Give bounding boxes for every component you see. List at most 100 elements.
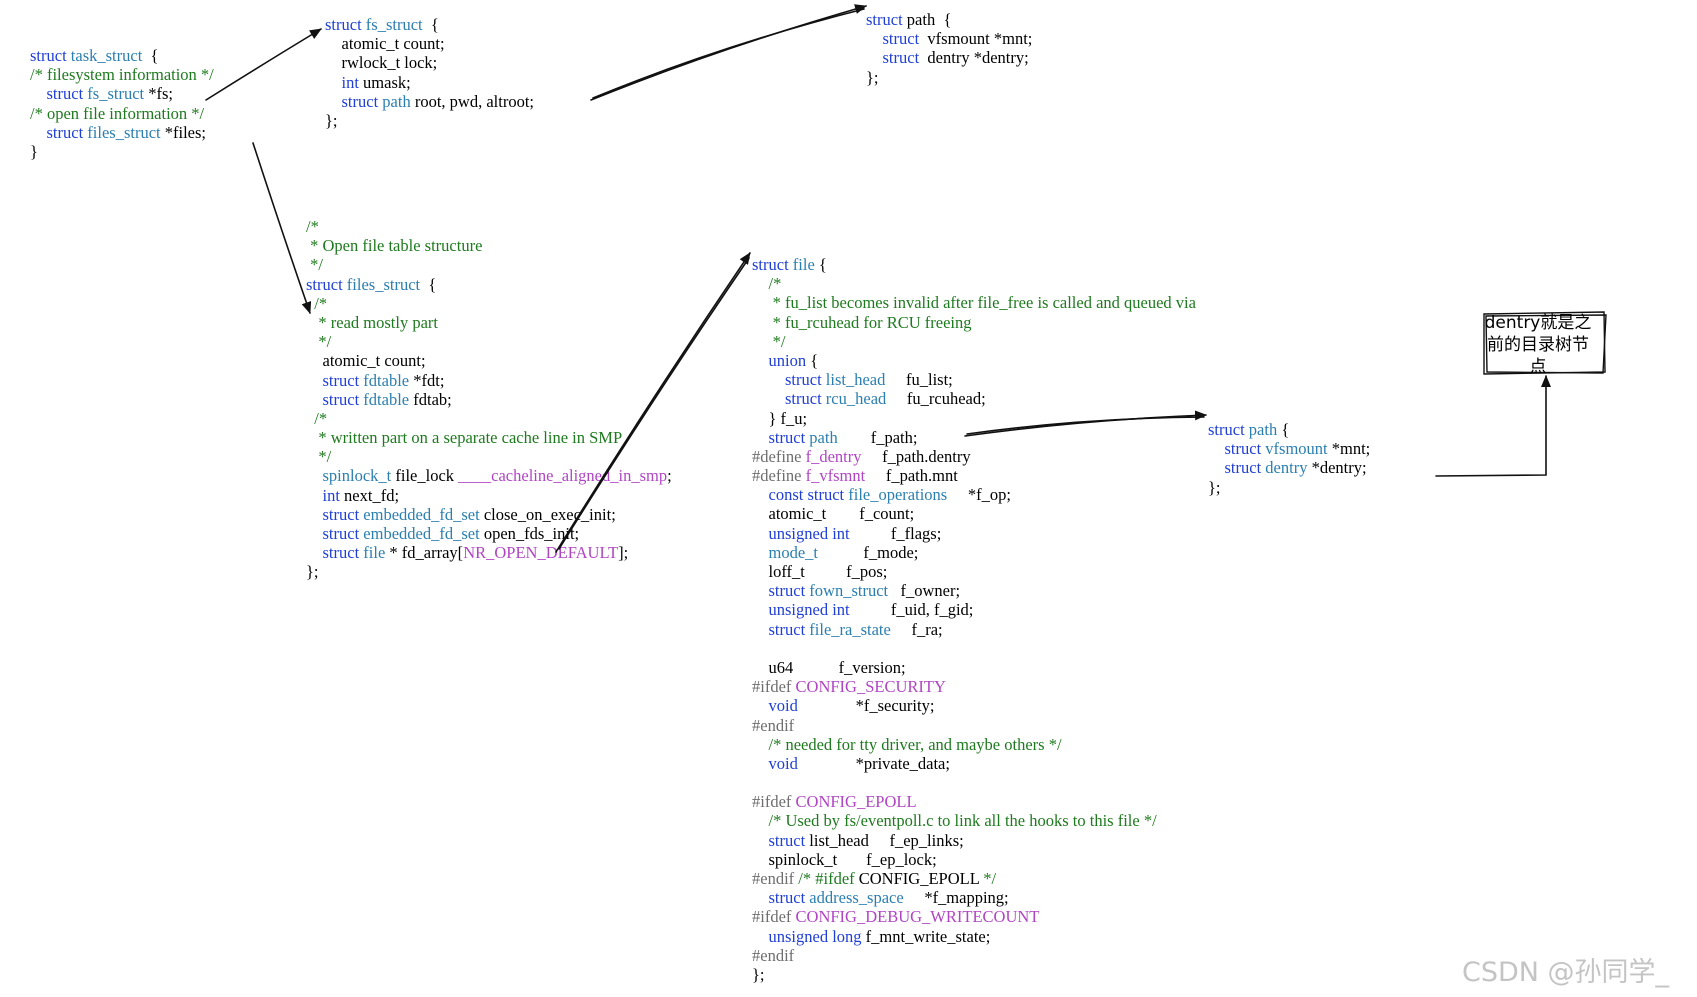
code-token: } bbox=[30, 141, 38, 161]
code-token: f_path.dentry bbox=[861, 446, 971, 466]
code-line: int umask; bbox=[325, 73, 534, 92]
code-token: f_ra; bbox=[890, 619, 943, 639]
code-token: fu_list; bbox=[885, 370, 953, 390]
code-token: { bbox=[422, 15, 439, 34]
file-struct-code: struct file { /* * fu_list becomes inval… bbox=[752, 255, 1196, 984]
code-token: file_lock bbox=[391, 466, 459, 486]
code-line: struct vfsmount *mnt; bbox=[866, 29, 1033, 49]
code-token: *fdt; bbox=[409, 370, 445, 390]
code-line: struct file * fd_array[NR_OPEN_DEFAULT]; bbox=[306, 543, 672, 562]
code-line: */ bbox=[306, 447, 672, 466]
code-token: */ bbox=[314, 447, 332, 467]
code-token: fu_rcuhead; bbox=[886, 389, 986, 409]
code-token: { bbox=[142, 46, 159, 65]
code-line: * fu_rcuhead for RCU freeing bbox=[752, 313, 1196, 332]
code-line: atomic_t f_count; bbox=[752, 504, 1196, 523]
code-line: struct path { bbox=[866, 10, 1032, 29]
code-token: next_fd; bbox=[339, 485, 400, 505]
code-token: vfsmount bbox=[1265, 439, 1328, 459]
code-token: *mnt; bbox=[1327, 439, 1371, 459]
code-token: struct bbox=[1224, 458, 1266, 478]
code-line: /* filesystem information */ bbox=[30, 65, 214, 84]
code-line: struct path f_path; bbox=[752, 428, 1196, 447]
code-token: f_path.mnt bbox=[865, 466, 958, 486]
code-line: unsigned int f_uid, f_gid; bbox=[752, 600, 1196, 619]
code-line: struct fdtable fdtab; bbox=[306, 390, 672, 409]
code-line: /* bbox=[306, 294, 672, 313]
code-token: #endif bbox=[752, 945, 795, 965]
task-struct-code: struct task_struct {/* filesystem inform… bbox=[30, 46, 214, 161]
code-token: } f_u; bbox=[752, 408, 808, 428]
arrow-root-to-path bbox=[590, 4, 867, 101]
code-line: }; bbox=[752, 965, 1196, 984]
code-token: }; bbox=[306, 562, 319, 582]
code-token: /* bbox=[306, 217, 319, 236]
code-line: struct list_head f_ep_links; bbox=[752, 831, 1196, 850]
code-token: struct bbox=[322, 389, 364, 409]
code-token: /* Used by fs/eventpoll.c to link all th… bbox=[768, 811, 1157, 831]
code-line: struct fdtable *fdt; bbox=[306, 371, 672, 390]
code-token: struct bbox=[325, 15, 366, 34]
code-token: list_head bbox=[825, 370, 886, 390]
code-line: }; bbox=[1208, 478, 1370, 497]
code-token: u64 f_version; bbox=[752, 657, 906, 677]
code-line: struct vfsmount *mnt; bbox=[1208, 439, 1371, 459]
code-token: struct bbox=[768, 427, 810, 447]
code-token: { bbox=[814, 255, 827, 274]
code-token: fdtab; bbox=[409, 389, 452, 409]
code-token: path bbox=[809, 427, 838, 447]
code-line: */ bbox=[752, 332, 1196, 351]
code-line: #ifdef CONFIG_DEBUG_WRITECOUNT bbox=[752, 907, 1196, 926]
code-line: void *f_security; bbox=[752, 696, 1196, 715]
code-line: struct dentry *dentry; bbox=[1208, 458, 1370, 477]
code-line: /* bbox=[306, 409, 672, 428]
code-line: }; bbox=[325, 111, 534, 130]
code-token: #define bbox=[752, 466, 806, 486]
code-token: */ bbox=[768, 331, 786, 351]
code-token: * fd_array[ bbox=[385, 543, 464, 563]
code-token: unsigned int bbox=[768, 600, 850, 620]
code-token: *f_op; bbox=[947, 485, 1011, 505]
code-line: #endif bbox=[752, 946, 1196, 965]
code-token: open_fds_init; bbox=[479, 524, 580, 543]
code-token: rcu_head bbox=[825, 389, 887, 409]
code-token: file bbox=[792, 255, 815, 274]
code-token: #ifdef bbox=[752, 792, 796, 812]
code-token: }; bbox=[866, 67, 879, 87]
code-token: task_struct bbox=[70, 46, 143, 65]
code-token: /* filesystem information */ bbox=[30, 65, 214, 85]
code-line: #define f_vfsmnt f_path.mnt bbox=[752, 466, 1196, 485]
code-token: int bbox=[322, 485, 340, 505]
code-line: /* open file information */ bbox=[30, 104, 214, 123]
code-token: files_struct bbox=[87, 122, 161, 142]
path-struct-code: struct path { struct vfsmount *mnt; stru… bbox=[866, 10, 1032, 87]
code-token: list_head f_ep_links; bbox=[805, 830, 964, 850]
code-token: /* open file information */ bbox=[30, 103, 205, 123]
code-line: * fu_list becomes invalid after file_fre… bbox=[752, 293, 1196, 312]
code-token: *files; bbox=[160, 122, 206, 142]
code-token: file bbox=[363, 543, 386, 563]
code-line: spinlock_t f_ep_lock; bbox=[752, 850, 1196, 869]
code-token: /* bbox=[768, 274, 782, 294]
code-line: } f_u; bbox=[752, 409, 1196, 428]
code-token: spinlock_t bbox=[322, 466, 392, 486]
code-line: unsigned long f_mnt_write_state; bbox=[752, 927, 1196, 946]
arrow-f-path-to-path bbox=[964, 410, 1207, 437]
code-token: * fu_rcuhead for RCU freeing bbox=[768, 312, 972, 332]
code-line: struct path root, pwd, altroot; bbox=[325, 91, 535, 111]
code-token: struct bbox=[785, 370, 826, 390]
code-line: #endif /* #ifdef CONFIG_EPOLL */ bbox=[752, 869, 1196, 888]
code-token: * written part on a separate cache line … bbox=[314, 428, 623, 448]
code-line: mode_t f_mode; bbox=[752, 543, 1196, 562]
code-token: embedded_fd_set bbox=[363, 524, 480, 543]
arrow-files-to-files-struct bbox=[252, 142, 312, 314]
code-token: dentry *dentry; bbox=[923, 48, 1029, 68]
code-token: struct bbox=[882, 29, 924, 49]
code-token: vfsmount *mnt; bbox=[923, 29, 1033, 49]
code-line: atomic_t count; bbox=[325, 34, 534, 53]
code-token: root, pwd, altroot; bbox=[410, 91, 534, 111]
path-struct-code-right: struct path { struct vfsmount *mnt; stru… bbox=[1208, 420, 1370, 497]
code-token: fdtable bbox=[363, 370, 410, 390]
code-token: embedded_fd_set bbox=[363, 504, 480, 524]
